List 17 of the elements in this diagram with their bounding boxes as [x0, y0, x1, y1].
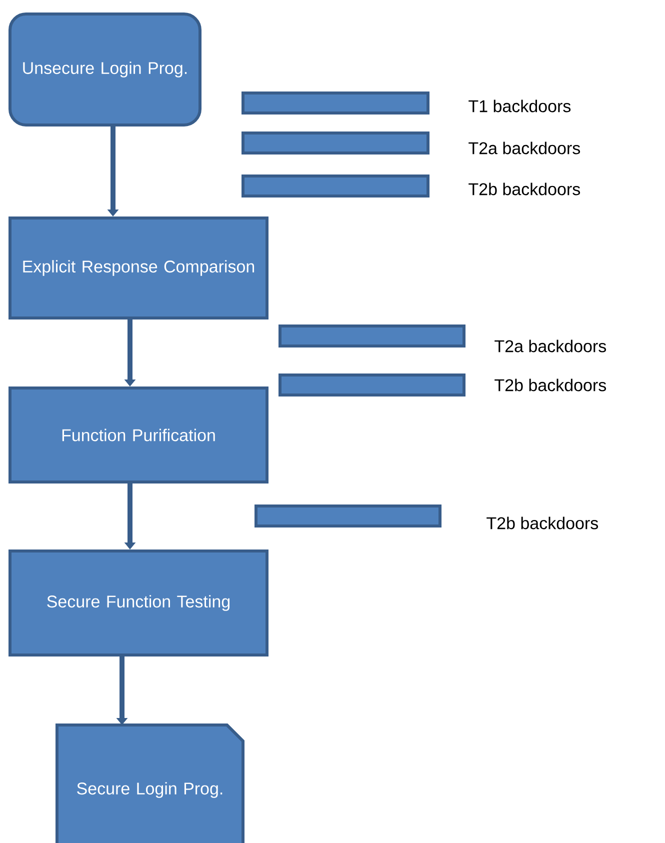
bar: [254, 504, 442, 528]
start-box: Unsecure Login Prog.: [8, 12, 202, 126]
process-box: Secure Function Testing: [8, 550, 268, 656]
bar: [278, 374, 466, 396]
bar: [242, 174, 430, 198]
bar-label: T2b backdoors: [486, 516, 598, 530]
bar-label: T2a backdoors: [494, 340, 606, 352]
bar: [242, 92, 430, 114]
process-box: Explicit Response Comparison: [8, 216, 268, 320]
bar-label: T2b backdoors: [468, 182, 580, 196]
bar: [242, 132, 430, 154]
bar-label: T2a backdoors: [468, 142, 580, 154]
document-box: Secure Login Prog.: [56, 724, 244, 843]
bar-label: T2b backdoors: [494, 378, 606, 392]
process-box: Function Purification: [8, 386, 268, 484]
bar: [278, 324, 466, 348]
bar-label: T1 backdoors: [468, 100, 571, 112]
